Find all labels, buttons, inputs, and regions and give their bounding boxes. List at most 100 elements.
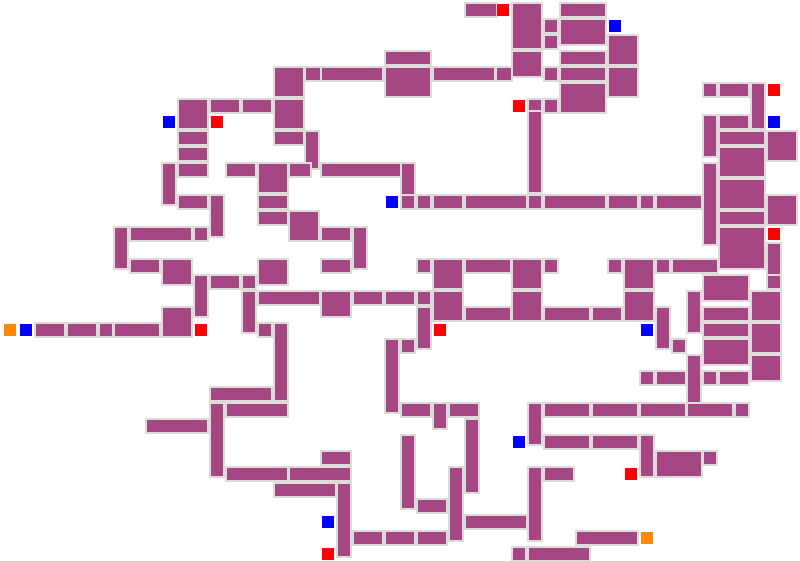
room: [290, 212, 318, 240]
marker-blue: [20, 324, 32, 336]
room: [386, 68, 430, 96]
room: [275, 68, 303, 96]
corridor: [497, 68, 511, 80]
corridor: [243, 292, 255, 332]
corridor: [545, 308, 589, 320]
room: [657, 452, 701, 476]
corridor: [179, 164, 207, 176]
corridor: [657, 260, 669, 272]
room: [513, 52, 541, 76]
marker-orange: [4, 324, 16, 336]
corridor: [386, 52, 430, 64]
corridor: [545, 260, 557, 272]
corridor: [402, 404, 430, 416]
corridor: [259, 292, 319, 304]
marker-red: [497, 4, 509, 16]
marker-blue: [322, 516, 334, 528]
room: [720, 148, 764, 176]
corridor: [641, 436, 653, 476]
corridor: [115, 228, 127, 268]
corridor: [466, 308, 510, 320]
corridor: [227, 404, 287, 416]
marker-blue: [768, 116, 780, 128]
corridor: [641, 404, 685, 416]
corridor: [704, 452, 716, 464]
corridor: [593, 436, 637, 448]
corridor: [657, 196, 701, 208]
corridor: [275, 324, 287, 400]
room: [752, 356, 780, 380]
corridor: [466, 420, 478, 492]
corridor: [466, 4, 496, 16]
corridor: [529, 196, 541, 208]
corridor: [195, 228, 207, 240]
room: [434, 260, 462, 288]
corridor: [386, 292, 414, 304]
room: [561, 20, 605, 44]
corridor: [259, 196, 287, 208]
room: [625, 292, 653, 320]
corridor: [466, 516, 526, 528]
corridor: [466, 196, 526, 208]
room: [179, 100, 207, 128]
room: [163, 308, 191, 336]
room: [513, 4, 541, 48]
corridor: [418, 292, 430, 304]
corridor: [450, 468, 462, 540]
corridor: [720, 116, 748, 128]
marker-red: [513, 100, 525, 112]
corridor: [243, 276, 255, 288]
corridor: [529, 468, 541, 540]
corridor: [275, 484, 335, 496]
corridor: [434, 68, 494, 80]
corridor: [338, 484, 350, 556]
corridor: [561, 4, 605, 16]
marker-red: [625, 468, 637, 480]
corridor: [720, 212, 764, 224]
corridor: [593, 404, 637, 416]
corridor: [545, 20, 557, 32]
corridor: [322, 260, 350, 272]
room: [259, 260, 287, 284]
corridor: [704, 84, 716, 96]
corridor: [577, 532, 637, 544]
room: [561, 84, 605, 112]
corridor: [322, 164, 402, 176]
corridor: [322, 452, 350, 464]
corridor: [529, 548, 589, 560]
corridor: [545, 100, 557, 112]
corridor: [768, 244, 780, 284]
marker-red: [434, 324, 446, 336]
corridor: [434, 404, 446, 428]
room: [275, 100, 303, 128]
room: [720, 228, 764, 268]
corridor: [402, 196, 414, 208]
corridor: [657, 372, 685, 384]
room: [609, 36, 637, 64]
corridor: [561, 68, 605, 80]
marker-blue: [609, 20, 621, 32]
room: [513, 292, 541, 320]
corridor: [434, 196, 462, 208]
corridor: [545, 468, 573, 480]
corridor: [418, 308, 430, 348]
corridor: [641, 196, 653, 208]
corridor: [768, 276, 780, 288]
corridor: [115, 324, 159, 336]
corridor: [673, 340, 685, 352]
corridor: [657, 308, 669, 348]
corridor: [179, 132, 207, 144]
corridor: [179, 196, 207, 208]
corridor: [529, 404, 541, 444]
corridor: [322, 68, 382, 80]
marker-blue: [641, 324, 653, 336]
room: [513, 260, 541, 288]
marker-blue: [513, 436, 525, 448]
corridor: [195, 276, 207, 316]
corridor: [704, 116, 716, 156]
corridor: [545, 436, 589, 448]
corridor: [529, 100, 541, 112]
room: [625, 260, 653, 288]
corridor: [513, 548, 525, 560]
marker-red: [768, 84, 780, 96]
